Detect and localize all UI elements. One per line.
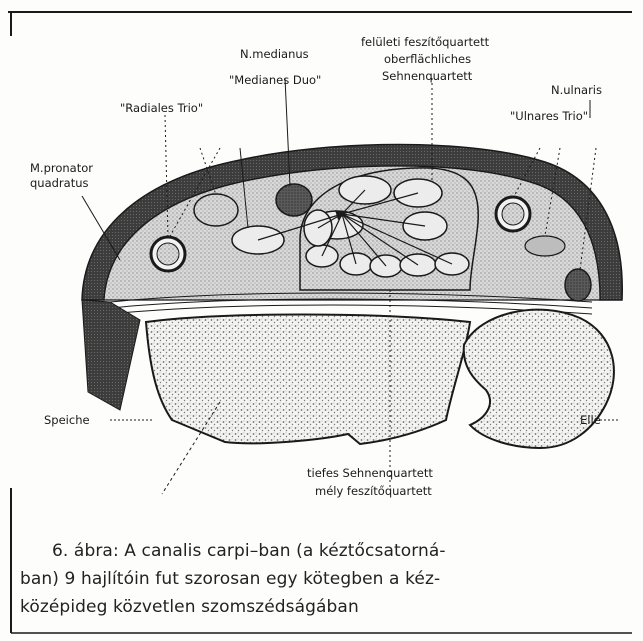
label-oberflaechliches: oberflächliches (384, 52, 471, 66)
label-elle: Elle (580, 413, 601, 427)
caption-line-2: ban) 9 hajlítóin fut szorosan egy kötegb… (20, 565, 625, 593)
ulnar-nerve (565, 269, 591, 301)
caption-line-3: középideg közvetlen szomszédságában (20, 593, 625, 621)
label-ulnares-trio: "Ulnares Trio" (510, 109, 588, 123)
label-radiales-trio: "Radiales Trio" (120, 101, 203, 115)
label-mely-feszitoquartett: mély feszítőquartett (315, 484, 432, 498)
caption-line-1: 6. ábra: A canalis carpi–ban (a kéztőcsa… (20, 537, 625, 565)
label-tiefes-sehnenquartett: tiefes Sehnenquartett (307, 466, 433, 480)
label-n-ulnaris: N.ulnaris (551, 83, 602, 97)
label-sehnenquartett: Sehnenquartett (382, 69, 473, 83)
label-quadratus: quadratus (30, 176, 89, 190)
radial-ring-1 (194, 194, 238, 226)
ulnar-artery (525, 236, 565, 256)
median-nerve (276, 184, 312, 216)
label-m-pronator: M.pronator (30, 161, 93, 175)
pronator-region (82, 300, 140, 410)
label-speiche: Speiche (44, 413, 90, 427)
label-feluleti: felületi feszítőquartett (361, 35, 490, 49)
label-n-medianus: N.medianus (240, 47, 309, 61)
figure-caption: 6. ábra: A canalis carpi–ban (a kéztőcsa… (20, 537, 625, 621)
label-medianes-duo: "Medianes Duo" (229, 73, 321, 87)
radius-bone (146, 315, 470, 445)
ulna-bone (464, 310, 614, 448)
